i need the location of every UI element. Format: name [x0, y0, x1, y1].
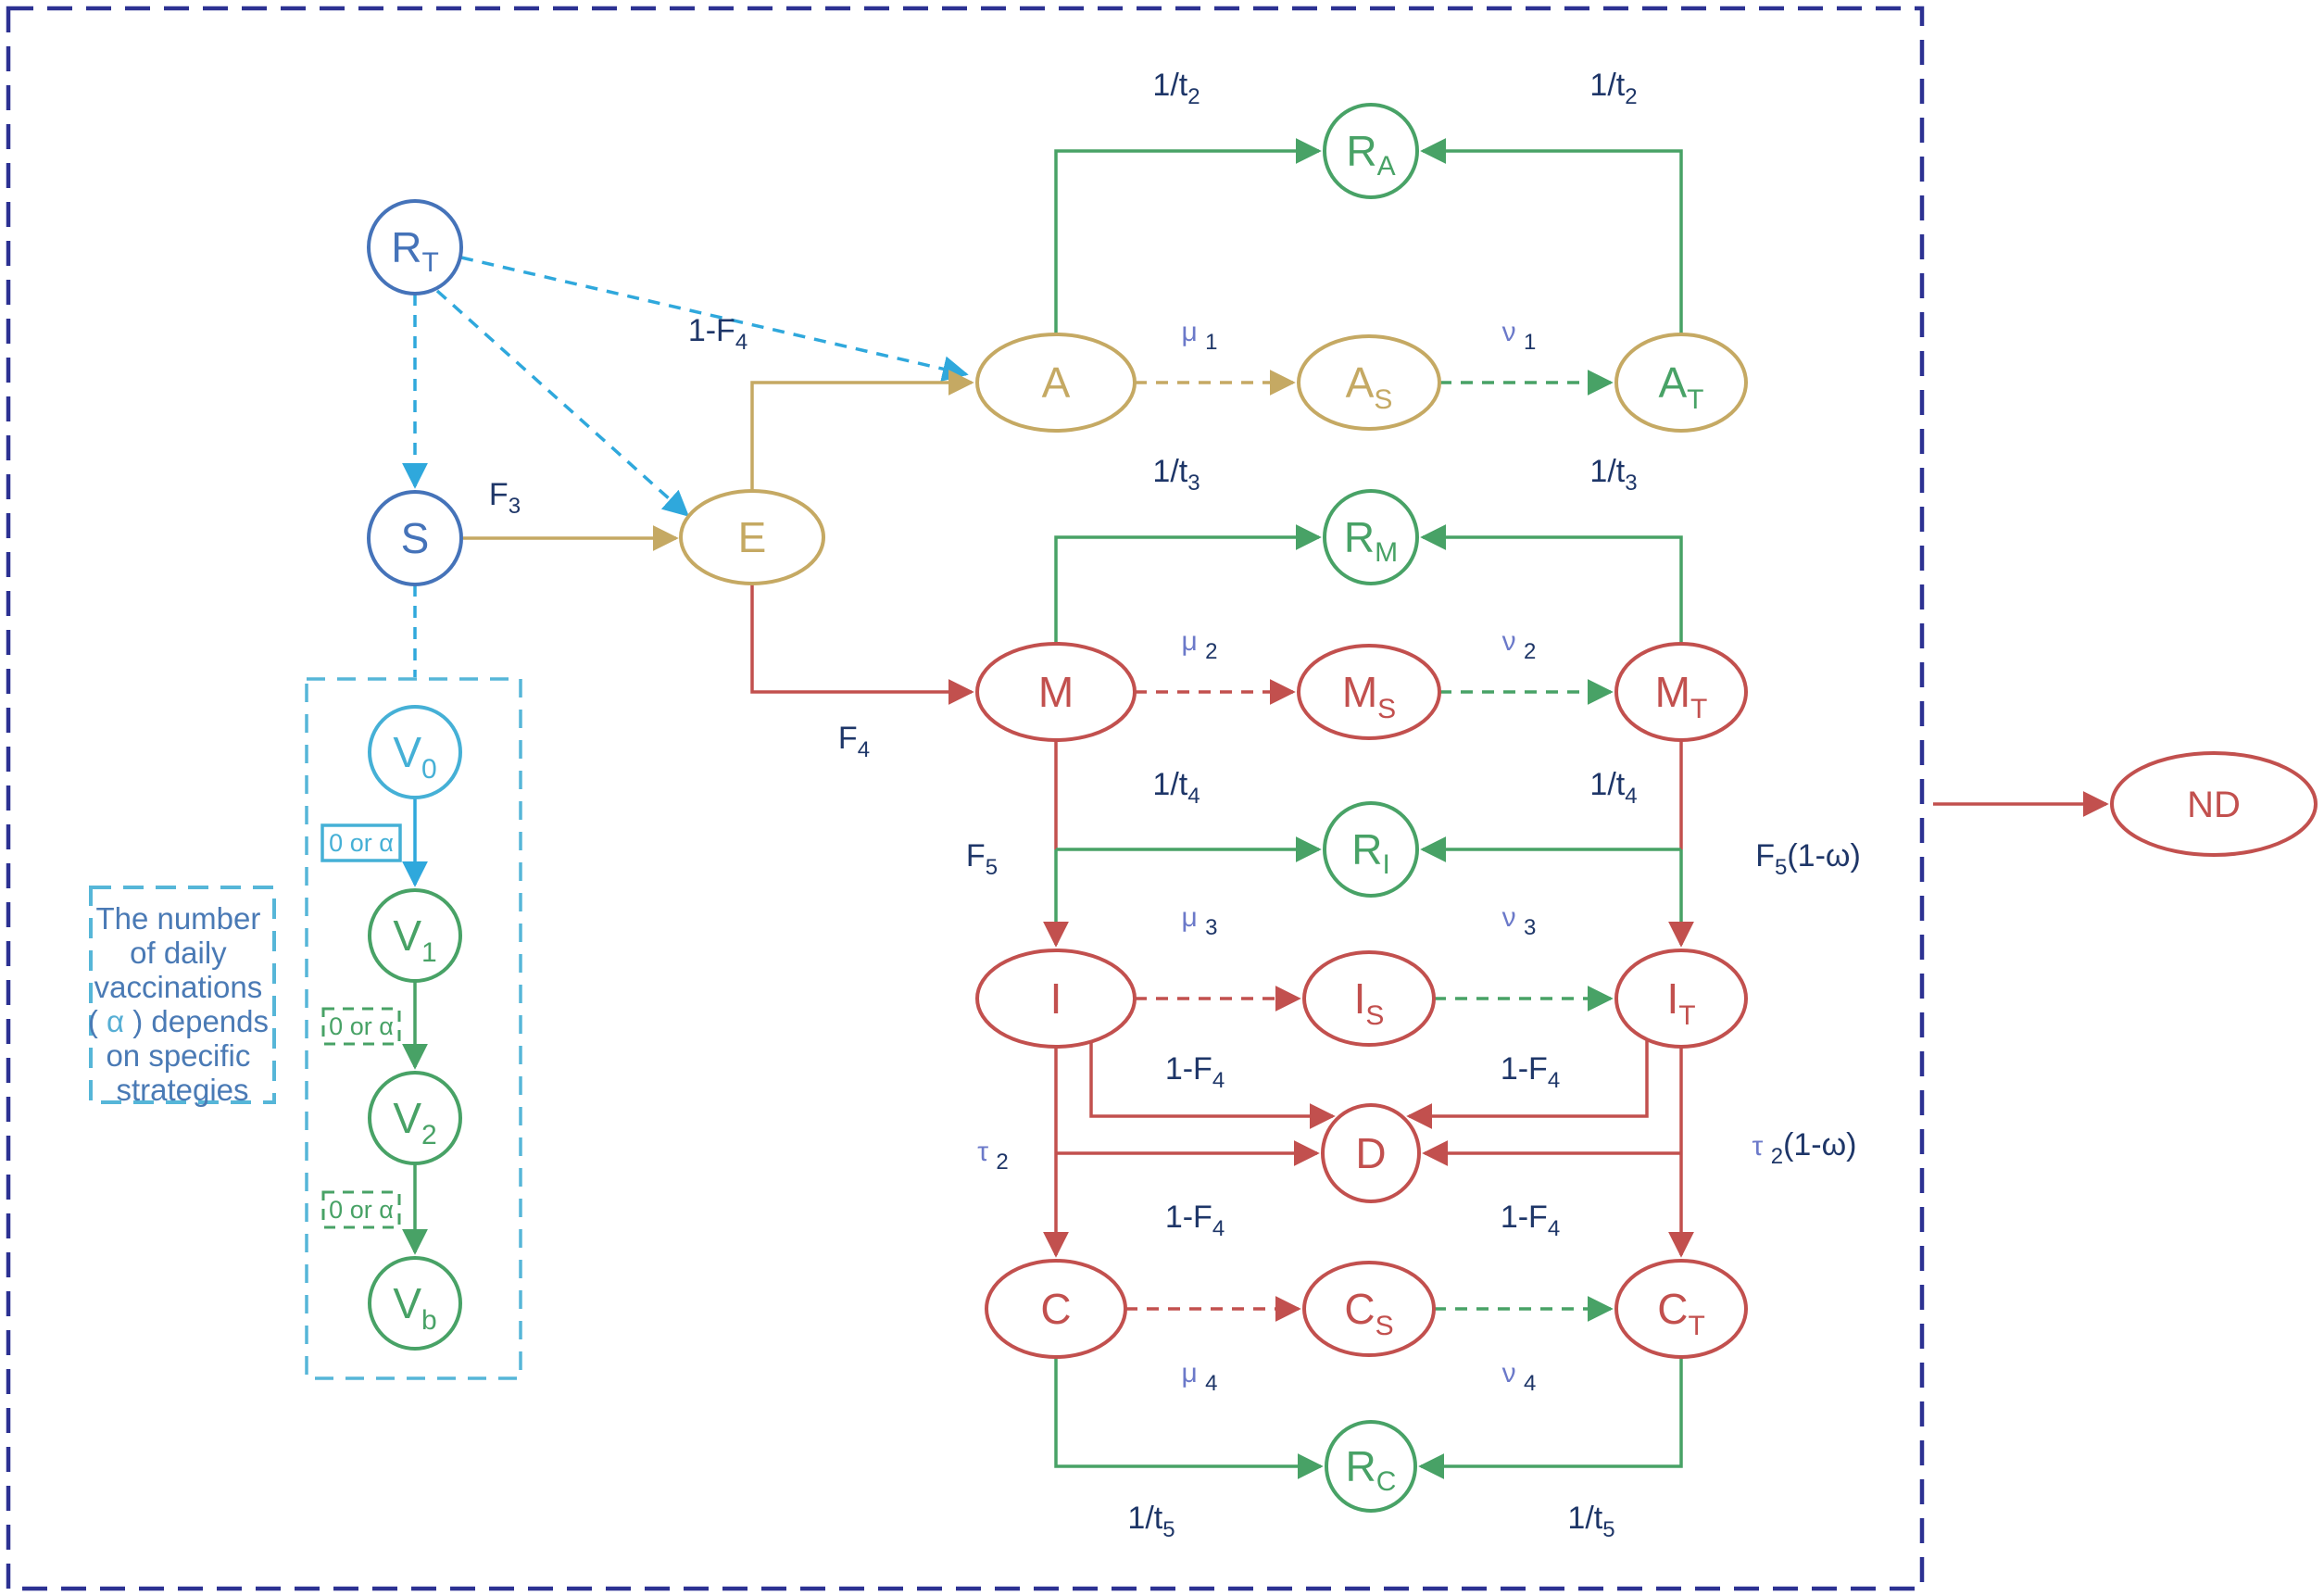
node-v1: V1 [368, 888, 462, 983]
edge-rt-e [435, 289, 690, 517]
label-1t5-right: 1/t5 [1567, 1501, 1614, 1542]
svg-text:ND: ND [2187, 785, 2241, 825]
label-tau2-omega: τ 2(1-ω) [1752, 1127, 1857, 1169]
node-c: C [985, 1259, 1127, 1359]
label-nu3: ν 3 [1502, 902, 1537, 940]
label-mu3: μ 3 [1182, 902, 1218, 940]
svg-text:V1: V1 [393, 911, 436, 968]
svg-text:AT: AT [1658, 358, 1703, 415]
svg-text:M: M [1038, 668, 1074, 716]
node-cs: CS [1302, 1261, 1436, 1357]
svg-text:RM: RM [1344, 513, 1398, 568]
label-1t2-right: 1/t2 [1589, 68, 1637, 109]
svg-text:CT: CT [1657, 1285, 1705, 1341]
node-it: IT [1614, 949, 1748, 1049]
note-text: The number of daily vaccinations ( α ) d… [88, 901, 277, 1107]
label-mu2: μ 2 [1182, 626, 1218, 664]
svg-text:RI: RI [1351, 825, 1390, 880]
label-1-f4-lower-right: 1-F4 [1501, 1200, 1560, 1241]
edge-it-d-top [1406, 1039, 1649, 1129]
edge-ct-rc [1418, 1357, 1683, 1479]
label-tau2: τ 2 [977, 1137, 1009, 1175]
svg-text:V0: V0 [393, 728, 436, 785]
model-boundary-box [6, 6, 1925, 1591]
svg-text:0 or α: 0 or α [329, 1196, 394, 1224]
node-vb: Vb [368, 1256, 462, 1351]
vaccination-group-box [305, 677, 522, 1380]
node-v0: V0 [368, 705, 462, 799]
node-ri: RI [1323, 801, 1419, 898]
rate-box-v1-v2: 0 or α [321, 1007, 401, 1046]
svg-text:D: D [1355, 1129, 1386, 1177]
node-d: D [1321, 1103, 1421, 1203]
edge-a-ra [1054, 138, 1322, 334]
node-mt: MT [1614, 642, 1748, 742]
node-ms: MS [1297, 644, 1441, 740]
label-1t3-right: 1/t3 [1589, 454, 1637, 496]
svg-text:V2: V2 [393, 1094, 436, 1150]
svg-text:E: E [738, 513, 767, 561]
node-rc: RC [1325, 1420, 1417, 1513]
svg-text:0 or α: 0 or α [329, 829, 394, 857]
node-as: AS [1297, 334, 1441, 431]
label-nu1: ν 1 [1502, 317, 1537, 355]
label-1t4-left: 1/t4 [1152, 767, 1200, 809]
label-mu4: μ 4 [1182, 1358, 1218, 1396]
label-nu2: ν 2 [1502, 626, 1537, 664]
node-ct: CT [1614, 1259, 1748, 1359]
svg-text:IS: IS [1354, 974, 1385, 1031]
label-1-f4-lower-left: 1-F4 [1165, 1200, 1225, 1241]
svg-text:A: A [1042, 358, 1071, 407]
svg-text:CS: CS [1344, 1285, 1393, 1341]
edge-e-a [750, 370, 974, 491]
node-nd: ND [2110, 751, 2318, 857]
svg-text:MS: MS [1342, 668, 1396, 724]
svg-text:MT: MT [1655, 668, 1708, 724]
label-1t2-left: 1/t2 [1152, 68, 1200, 109]
label-1t5-left: 1/t5 [1127, 1501, 1175, 1542]
node-at: AT [1614, 333, 1748, 433]
node-v2: V2 [368, 1071, 462, 1165]
label-1t4-right: 1/t4 [1589, 767, 1637, 809]
svg-text:RC: RC [1346, 1442, 1397, 1497]
svg-text:C: C [1040, 1285, 1071, 1333]
svg-text:RA: RA [1346, 127, 1395, 182]
rate-box-v2-vb: 0 or α [321, 1190, 401, 1229]
node-m: M [975, 642, 1137, 742]
rate-box-v0-v1: 0 or α [320, 823, 402, 862]
svg-text:IT: IT [1666, 974, 1695, 1031]
node-a: A [975, 333, 1137, 433]
edge-c-rc [1054, 1357, 1324, 1479]
edge-mt-rm [1420, 524, 1683, 644]
svg-text:RT: RT [391, 223, 439, 278]
svg-text:0 or α: 0 or α [329, 1012, 394, 1040]
edge-at-ra [1420, 138, 1683, 334]
label-f3: F3 [489, 477, 521, 519]
label-1t3-left: 1/t3 [1152, 454, 1200, 496]
svg-text:S: S [401, 514, 430, 562]
edge-e-m [750, 584, 974, 705]
svg-text:I: I [1050, 974, 1062, 1023]
node-i: I [975, 949, 1137, 1049]
node-ra: RA [1323, 103, 1419, 199]
label-f5: F5 [966, 838, 998, 880]
node-e: E [679, 489, 825, 585]
label-1-f4-upper-left: 1-F4 [1165, 1051, 1225, 1093]
svg-text:Vb: Vb [393, 1279, 436, 1336]
svg-text:AS: AS [1346, 358, 1393, 415]
label-1-f4-rt-a: 1-F4 [688, 313, 747, 355]
note-box [89, 886, 276, 1104]
edge-i-d-top [1089, 1041, 1336, 1129]
label-nu4: ν 4 [1502, 1358, 1537, 1396]
label-mu1: μ 1 [1182, 317, 1218, 355]
node-s: S [367, 490, 463, 586]
label-f5-omega: F5(1-ω) [1755, 838, 1861, 880]
label-1-f4-upper-right: 1-F4 [1501, 1051, 1560, 1093]
edge-rt-a [460, 256, 969, 382]
edge-m-rm [1054, 524, 1322, 644]
node-rt: RT [367, 199, 463, 295]
node-is: IS [1302, 950, 1436, 1047]
label-f4: F4 [838, 721, 870, 762]
node-rm: RM [1323, 489, 1419, 585]
